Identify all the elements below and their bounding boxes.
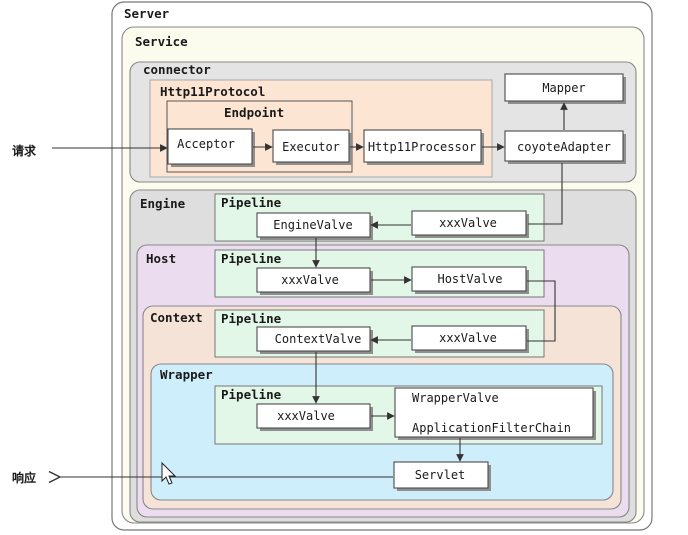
servlet-node: Servlet (393, 461, 491, 491)
endpoint-label: Endpoint (224, 105, 284, 120)
http11processor-label: Http11Processor (368, 140, 476, 154)
response-label: 响应 (12, 470, 36, 485)
acceptor-label: Acceptor (177, 137, 235, 151)
wrapper-valve-node: WrapperValve ApplicationFilterChain (394, 387, 596, 440)
context-valve-label: ContextValve (275, 332, 362, 346)
mapper-node: Mapper (504, 73, 626, 104)
host-valve-node: HostValve (411, 266, 529, 294)
connector-label: connector (143, 62, 211, 77)
host-pipeline-label: Pipeline (221, 251, 282, 266)
wrapper-valve-label: WrapperValve (412, 391, 499, 405)
host-xxxvalve-label: xxxValve (281, 273, 339, 287)
service-label: Service (135, 34, 188, 49)
context-label: Context (150, 310, 203, 325)
http11processor-node: Http11Processor (363, 129, 484, 165)
context-pipeline-label: Pipeline (221, 311, 282, 326)
wrapper-label: Wrapper (160, 367, 213, 382)
mouse-cursor-icon (161, 461, 177, 485)
edges (52, 102, 568, 477)
server-label: Server (124, 6, 170, 21)
coyoteadapter-label: coyoteAdapter (517, 140, 611, 154)
wrapper-xxxvalve-label: xxxValve (277, 409, 335, 423)
mapper-label: Mapper (542, 81, 585, 95)
engine-pipeline-label: Pipeline (221, 195, 282, 210)
host-xxxvalve-node: xxxValve (256, 267, 373, 295)
host-label: Host (146, 251, 176, 266)
engine-valve-label: EngineValve (273, 218, 352, 232)
edge-hostvalve-to-context (527, 280, 556, 342)
host-valve-label: HostValve (437, 272, 502, 286)
wrapper-xxxvalve-node: xxxValve (256, 403, 373, 431)
application-filter-chain-label: ApplicationFilterChain (412, 421, 571, 435)
executor-node: Executor (272, 129, 352, 165)
request-label: 请求 (12, 143, 37, 158)
context-valve-node: ContextValve (256, 326, 373, 354)
context-xxxvalve-label: xxxValve (439, 331, 497, 345)
engine-label: Engine (140, 196, 186, 211)
executor-label: Executor (282, 140, 340, 154)
engine-xxxvalve-node: xxxValve (411, 210, 529, 238)
engine-valve-node: EngineValve (256, 212, 373, 240)
wrapper-pipeline-label: Pipeline (221, 387, 282, 402)
engine-xxxvalve-label: xxxValve (439, 216, 497, 230)
servlet-label: Servlet (415, 468, 466, 482)
context-xxxvalve-node: xxxValve (411, 325, 529, 353)
coyoteadapter-node: coyoteAdapter (504, 130, 626, 164)
acceptor-node: Acceptor (167, 128, 255, 167)
http11protocol-label: Http11Protocol (160, 84, 265, 99)
edge-adapter-to-engine-pipeline (528, 163, 563, 225)
